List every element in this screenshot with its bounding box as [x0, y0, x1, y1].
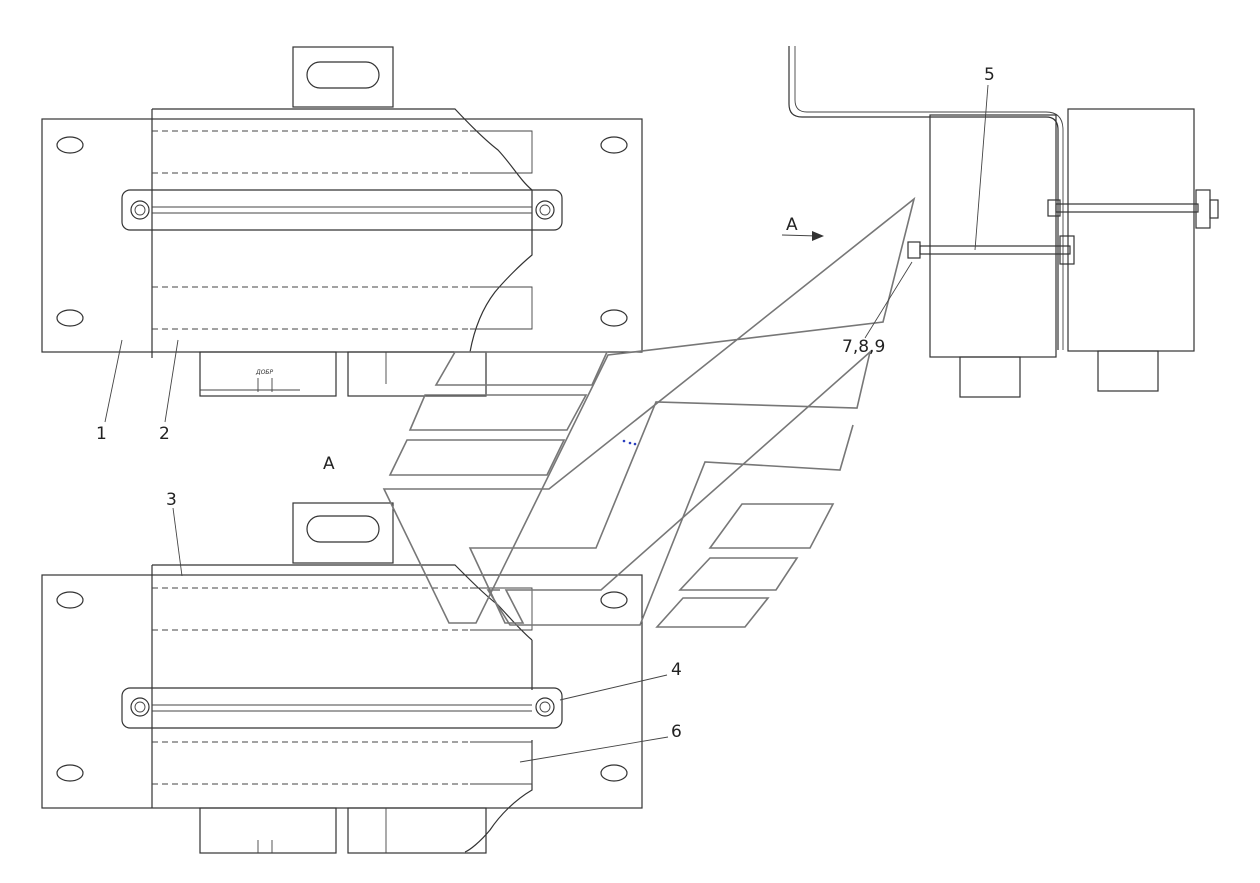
view-a-label: A: [323, 454, 335, 474]
top-bracket-slot: [306, 61, 380, 89]
top-connector-left: [199, 351, 337, 397]
bottom-base-plate: [41, 574, 643, 809]
callout-5: 5: [984, 65, 995, 85]
view-a-arrow-label: A: [786, 215, 798, 235]
bottom-view: [41, 502, 643, 854]
top-housing: [151, 108, 533, 358]
side-view: [788, 46, 1219, 398]
top-plate-hole: [600, 309, 628, 327]
top-rail: [121, 189, 563, 231]
view-a-arrowhead: [812, 231, 824, 241]
top-plate-hole: [600, 136, 628, 154]
side-block-right-foot: [1097, 350, 1159, 392]
top-plate-hole: [56, 309, 84, 327]
callouts: 1 2 3 4 5 6 7,8,9 A A: [96, 65, 995, 742]
bottom-plate-hole: [600, 764, 628, 782]
callout-2: 2: [159, 424, 170, 444]
top-rail-nut: [130, 200, 150, 220]
side-stud-upper: [1055, 203, 1199, 213]
callout-3: 3: [166, 490, 177, 510]
side-block-right: [1067, 108, 1195, 352]
bottom-plate-hole: [56, 764, 84, 782]
side-block-left: [929, 114, 1057, 358]
bottom-bracket: [292, 502, 394, 564]
bottom-connector-right: [347, 807, 487, 854]
side-stud-lower: [919, 245, 1071, 255]
blue-mark: [622, 439, 637, 446]
callout-4: 4: [671, 660, 682, 680]
callout-1: 1: [96, 424, 107, 444]
top-base-plate: [41, 118, 643, 353]
connector-marking-text: ДОБР: [255, 369, 274, 376]
top-plate-hole: [56, 136, 84, 154]
callout-6: 6: [671, 722, 682, 742]
callout-7-8-9: 7,8,9: [842, 337, 885, 357]
bottom-connector-left: [199, 807, 337, 854]
bottom-rail-nut: [535, 697, 555, 717]
top-housing-inner: [470, 130, 533, 330]
top-connector-right: [347, 351, 487, 397]
top-view: ДОБР: [41, 46, 643, 397]
watermark-logo: [382, 196, 916, 628]
leader-lines: [104, 84, 989, 763]
bottom-bracket-slot: [306, 515, 380, 543]
side-bent-bracket: [788, 46, 1059, 350]
bottom-rail-nut: [130, 697, 150, 717]
top-bracket: [292, 46, 394, 108]
bottom-housing: [151, 564, 533, 853]
bottom-plate-hole: [56, 591, 84, 609]
top-rail-nut: [535, 200, 555, 220]
bottom-plate-hole: [600, 591, 628, 609]
bottom-rail: [121, 687, 563, 729]
side-block-left-foot: [959, 356, 1021, 398]
